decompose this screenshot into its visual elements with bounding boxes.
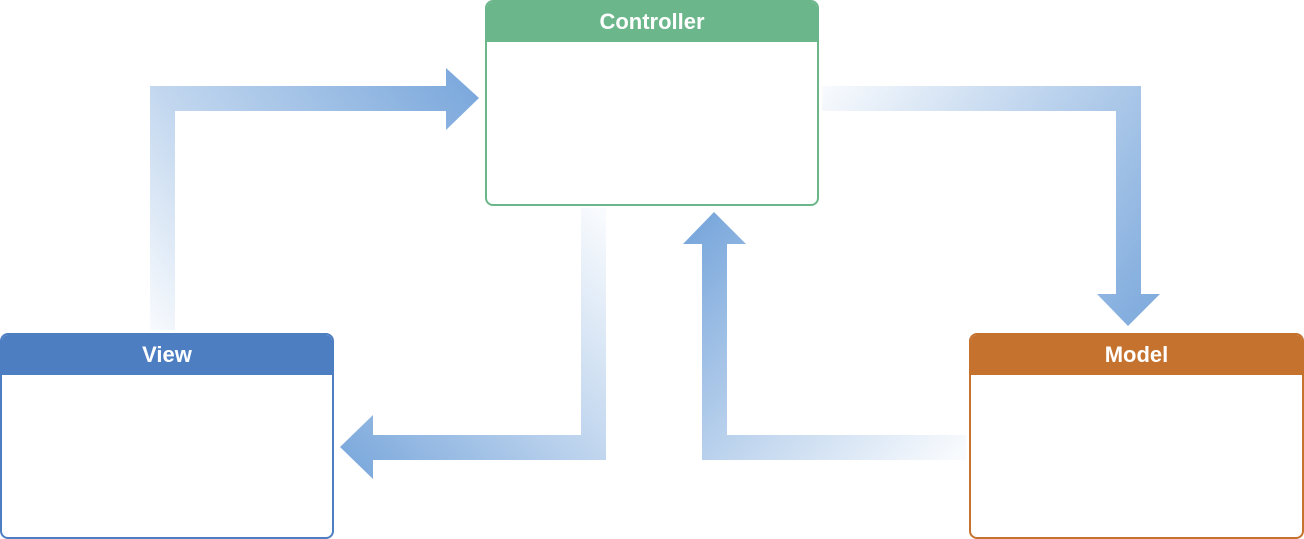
arrow-view-to-controller (150, 68, 479, 330)
view-box: View (0, 333, 334, 539)
arrow-controller-to-model (822, 86, 1160, 326)
model-label: Model (1104, 342, 1169, 367)
controller-header: Controller (487, 2, 817, 42)
arrow-controller-to-view (340, 208, 606, 479)
arrow-model-to-controller (683, 212, 966, 460)
model-header: Model (971, 335, 1302, 375)
view-header: View (2, 335, 332, 375)
controller-box: Controller (485, 0, 819, 206)
model-box: Model (969, 333, 1304, 539)
view-label: View (142, 342, 192, 367)
controller-label: Controller (599, 9, 705, 34)
